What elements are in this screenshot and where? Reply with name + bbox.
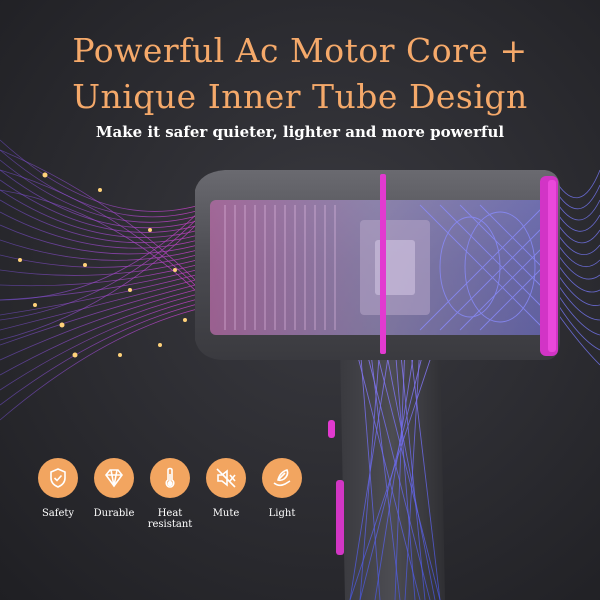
feature-heat-resistant: Heat resistant [140,458,200,530]
headline: Powerful Ac Motor Core + Unique Inner Tu… [0,28,600,120]
dryer-handle [328,344,445,600]
feature-light: Light [252,458,312,519]
feature-mute: Mute [196,458,256,519]
airflow-right [554,169,600,366]
airflow-left [0,139,216,421]
feature-label: Heat resistant [147,508,193,530]
subheadline: Make it safer quieter, lighter and more … [95,123,505,141]
feature-safety: Safety [28,458,88,519]
headline-line-2: Unique Inner Tube Design [72,77,528,116]
feature-list: Safety Durable Heat resistant [28,458,328,530]
thermometer-icon [150,458,190,498]
feature-durable: Durable [84,458,144,519]
feature-label: Mute [212,508,240,519]
feather-hand-icon [262,458,302,498]
diamond-icon [94,458,134,498]
headline-line-1: Powerful Ac Motor Core + [72,31,528,70]
feature-label: Light [268,508,296,519]
speaker-mute-icon [206,458,246,498]
feature-label: Safety [41,508,75,519]
shield-check-icon [38,458,78,498]
feature-label: Durable [93,508,135,519]
sparkle-dots [18,172,202,358]
dryer-barrel [195,170,560,360]
